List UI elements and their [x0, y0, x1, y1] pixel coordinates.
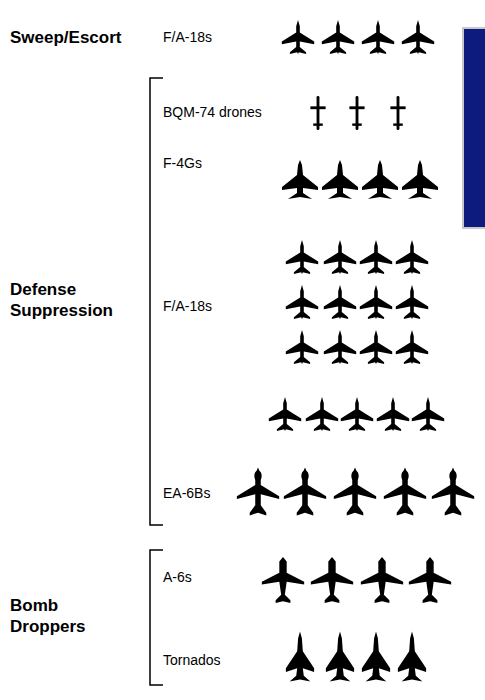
fa18-icon [412, 397, 444, 431]
fa18-icon [377, 397, 409, 431]
tornado-icon [398, 632, 426, 682]
drone-icon [390, 96, 405, 130]
ea6b-icon [334, 468, 376, 516]
fa18-icon [324, 240, 356, 274]
group-bracket [150, 78, 163, 525]
ea6b-icon [237, 468, 279, 516]
fa18-icon [324, 285, 356, 319]
fa18-icon [402, 20, 434, 54]
f4g-icon [322, 160, 358, 199]
fa18-icon [306, 397, 338, 431]
group-label: Sweep/Escort [10, 27, 128, 48]
f4g-icon [402, 160, 438, 199]
fa18-icon [362, 20, 394, 54]
a6-icon [409, 557, 451, 603]
fa18-icon [286, 330, 318, 364]
fa18-icon [286, 285, 318, 319]
blue-panel [463, 28, 485, 228]
aircraft-type: F/A-18s [163, 29, 212, 46]
a6-icon [311, 557, 353, 603]
fa18-icon [286, 240, 318, 274]
aircraft-type: F/A-18s [163, 298, 212, 315]
fa18-icon [282, 20, 314, 54]
aircraft-type: A-6s [163, 569, 192, 586]
tornado-icon [286, 632, 314, 682]
aircraft-type: Tornados [163, 652, 221, 669]
fa18-icon [269, 397, 301, 431]
fa18-icon [341, 397, 373, 431]
fa18-icon [360, 330, 392, 364]
ea6b-icon [432, 468, 474, 516]
drone-icon [310, 96, 325, 130]
drone-icon [349, 96, 364, 130]
aircraft-type: BQM-74 drones [163, 104, 262, 121]
fa18-icon [396, 330, 428, 364]
fa18-icon [396, 240, 428, 274]
a6-icon [262, 557, 304, 603]
fa18-icon [324, 330, 356, 364]
tornado-icon [326, 632, 354, 682]
tornado-icon [362, 632, 390, 682]
group-bracket [150, 550, 163, 685]
ea6b-icon [384, 468, 426, 516]
fa18-icon [360, 240, 392, 274]
fa18-icon [360, 285, 392, 319]
a6-icon [361, 557, 403, 603]
f4g-icon [362, 160, 398, 199]
aircraft-type: F-4Gs [163, 155, 202, 172]
ea6b-icon [284, 468, 326, 516]
fa18-icon [322, 20, 354, 54]
group-label: Defense Suppression [10, 279, 128, 321]
f4g-icon [282, 160, 318, 199]
group-label: Bomb Droppers [10, 595, 128, 637]
fa18-icon [396, 285, 428, 319]
aircraft-type: EA-6Bs [163, 485, 210, 502]
